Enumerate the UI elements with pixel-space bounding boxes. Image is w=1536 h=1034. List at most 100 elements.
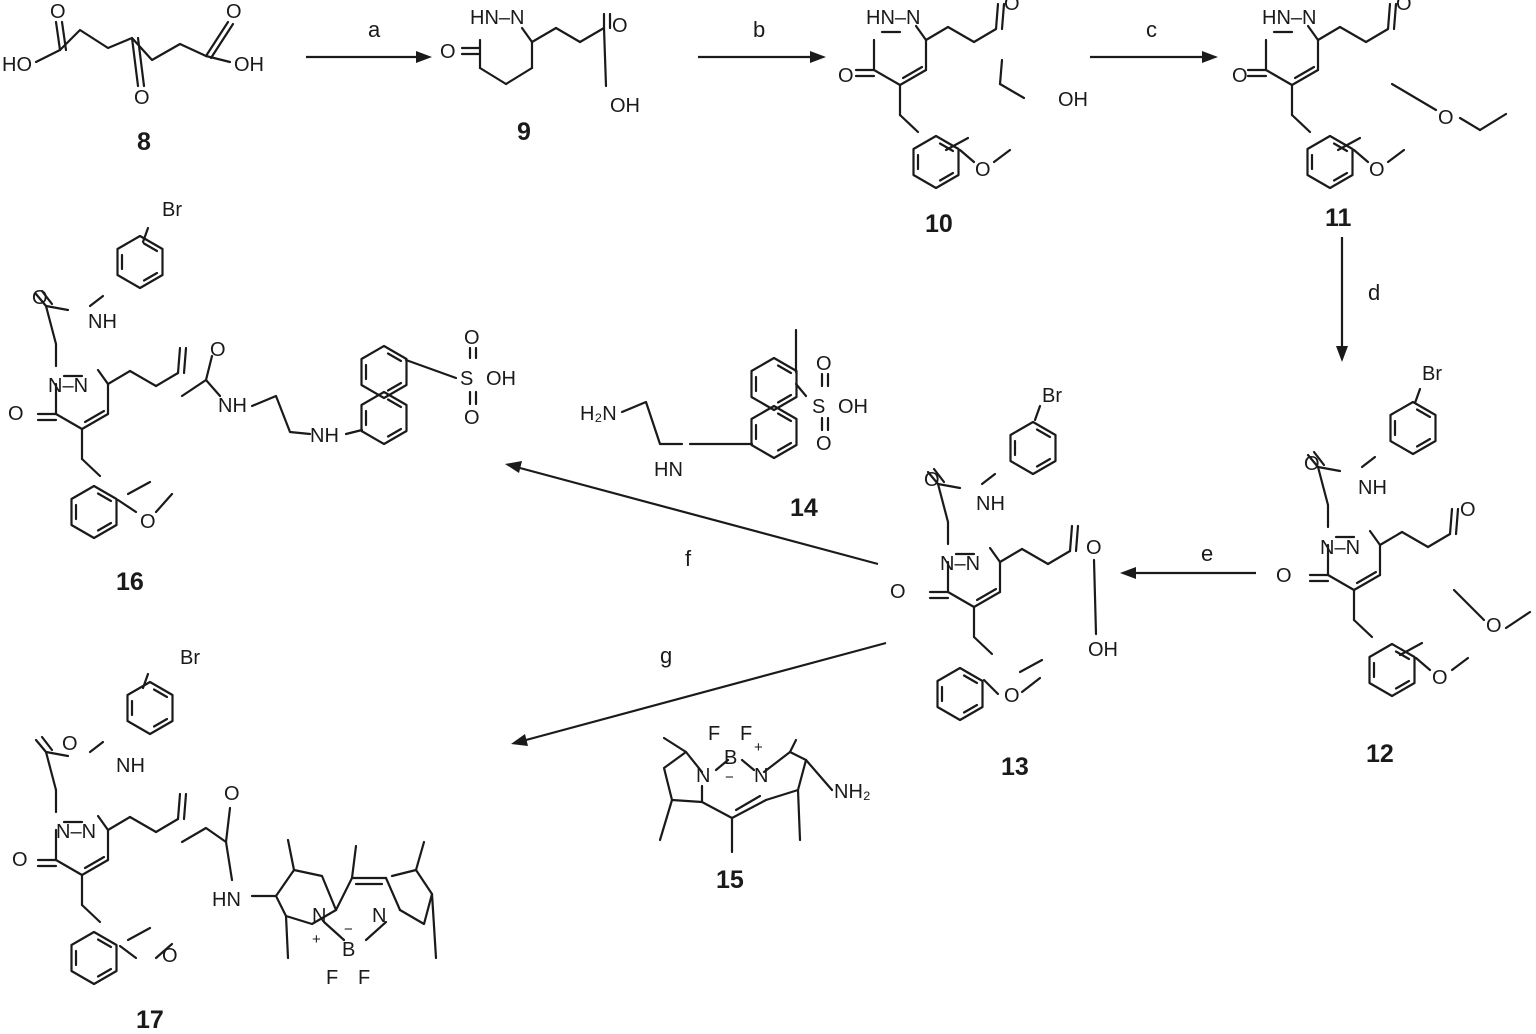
atom-label: F — [326, 967, 338, 989]
atom-label: HN–N — [866, 7, 920, 29]
atom-label: O — [162, 945, 178, 967]
atom-label: O — [62, 733, 78, 755]
atom-label: O — [440, 41, 456, 63]
atom-label: B — [724, 747, 737, 769]
step-label-e: e — [1201, 541, 1213, 566]
atom-label: O — [1460, 499, 1476, 521]
step-label-b: b — [753, 17, 765, 42]
compound-15-structure: N N B F F − + NH₂ — [658, 723, 871, 854]
compound-9-structure: HN–N O O OH — [440, 7, 640, 117]
atom-label: O — [975, 159, 991, 181]
atom-label: O — [816, 433, 832, 455]
atom-label: NH — [976, 493, 1005, 515]
charge-label: − — [344, 921, 353, 938]
atom-label: NH₂ — [834, 781, 871, 803]
atom-label: N — [754, 765, 768, 787]
compound-8-structure: HO O O O OH — [2, 1, 264, 109]
compound-14-structure: H₂N HN S O O OH — [580, 328, 868, 481]
atom-label: N–N — [48, 375, 88, 397]
atom-label: O — [224, 783, 240, 805]
atom-label: O — [924, 469, 940, 491]
atom-label: F — [708, 723, 720, 745]
atom-label: NH — [1358, 477, 1387, 499]
atom-label: O — [1004, 685, 1020, 707]
compound-label-13: 13 — [1001, 753, 1029, 781]
atom-label: O — [890, 581, 906, 603]
compound-label-14: 14 — [790, 494, 818, 522]
atom-label: HN — [654, 459, 683, 481]
atom-label: O — [612, 15, 628, 37]
compound-label-12: 12 — [1366, 740, 1394, 768]
atom-label: O — [1276, 565, 1292, 587]
atom-label: O — [1369, 159, 1385, 181]
arrow-g — [511, 641, 887, 746]
compound-12-structure: Br O NH N–N O O O O — [1276, 363, 1532, 698]
atom-label: OH — [610, 95, 640, 117]
atom-label: OH — [1088, 639, 1118, 661]
compound-label-16: 16 — [116, 568, 144, 596]
atom-label: O — [1232, 65, 1248, 87]
atom-label: O — [464, 407, 480, 429]
atom-label: NH — [310, 425, 339, 447]
atom-label: HO — [2, 54, 32, 76]
atom-label: B — [342, 939, 355, 961]
atom-label: N — [696, 765, 710, 787]
atom-label: O — [1004, 0, 1020, 15]
arrow-b — [698, 51, 826, 63]
atom-label: Br — [1042, 385, 1062, 407]
atom-label: Br — [162, 199, 182, 221]
charge-label: + — [754, 739, 763, 756]
atom-label: OH — [1058, 89, 1088, 111]
atom-label: O — [1432, 667, 1448, 689]
step-label-g: g — [660, 643, 672, 668]
atom-label: NH — [218, 395, 247, 417]
compound-16-structure: Br O NH N–N O O NH NH O S O O OH — [8, 199, 516, 540]
atom-label: N — [372, 905, 386, 927]
atom-label: O — [1304, 453, 1320, 475]
atom-label: O — [50, 1, 66, 23]
compound-label-15: 15 — [716, 866, 744, 894]
atom-label: O — [8, 403, 24, 425]
step-label-a: a — [368, 17, 381, 42]
atom-label: O — [838, 65, 854, 87]
arrow-a — [306, 51, 432, 63]
atom-label: OH — [838, 396, 868, 418]
atom-label: O — [1438, 107, 1454, 129]
arrow-e — [1120, 567, 1256, 579]
compound-label-10: 10 — [925, 210, 953, 238]
atom-label: OH — [486, 368, 516, 390]
charge-label: − — [725, 769, 734, 786]
atom-label: N — [312, 905, 326, 927]
atom-label: NH — [116, 755, 145, 777]
atom-label: N–N — [56, 821, 96, 843]
compound-label-17: 17 — [136, 1006, 164, 1034]
atom-label: O — [12, 849, 28, 871]
arrow-f — [505, 461, 879, 566]
atom-label: O — [32, 287, 48, 309]
atom-label: S — [812, 396, 825, 418]
compound-13-structure: Br O NH N–N O O OH O — [890, 385, 1118, 722]
atom-label: F — [358, 967, 370, 989]
atom-label: HN–N — [470, 7, 524, 29]
atom-label: O — [1396, 0, 1412, 15]
compound-17-structure: Br O NH N–N O O HN O N N B F F − + — [12, 647, 438, 989]
compound-label-8: 8 — [137, 128, 151, 156]
atom-label: O — [1086, 537, 1102, 559]
atom-label: H₂N — [580, 403, 617, 425]
atom-label: N–N — [940, 553, 980, 575]
atom-label: O — [210, 339, 226, 361]
atom-label: Br — [180, 647, 200, 669]
arrow-c — [1090, 51, 1218, 63]
atom-label: HN–N — [1262, 7, 1316, 29]
charge-label: + — [312, 931, 321, 948]
atom-label: O — [816, 353, 832, 375]
compound-11-structure: HN–N O O O O — [1232, 0, 1508, 190]
step-label-f: f — [685, 546, 692, 571]
atom-label: F — [740, 723, 752, 745]
atom-label: NH — [88, 311, 117, 333]
compound-label-11: 11 — [1325, 204, 1352, 232]
atom-label: Br — [1422, 363, 1442, 385]
atom-label: HN — [212, 889, 241, 911]
step-label-c: c — [1146, 17, 1157, 42]
